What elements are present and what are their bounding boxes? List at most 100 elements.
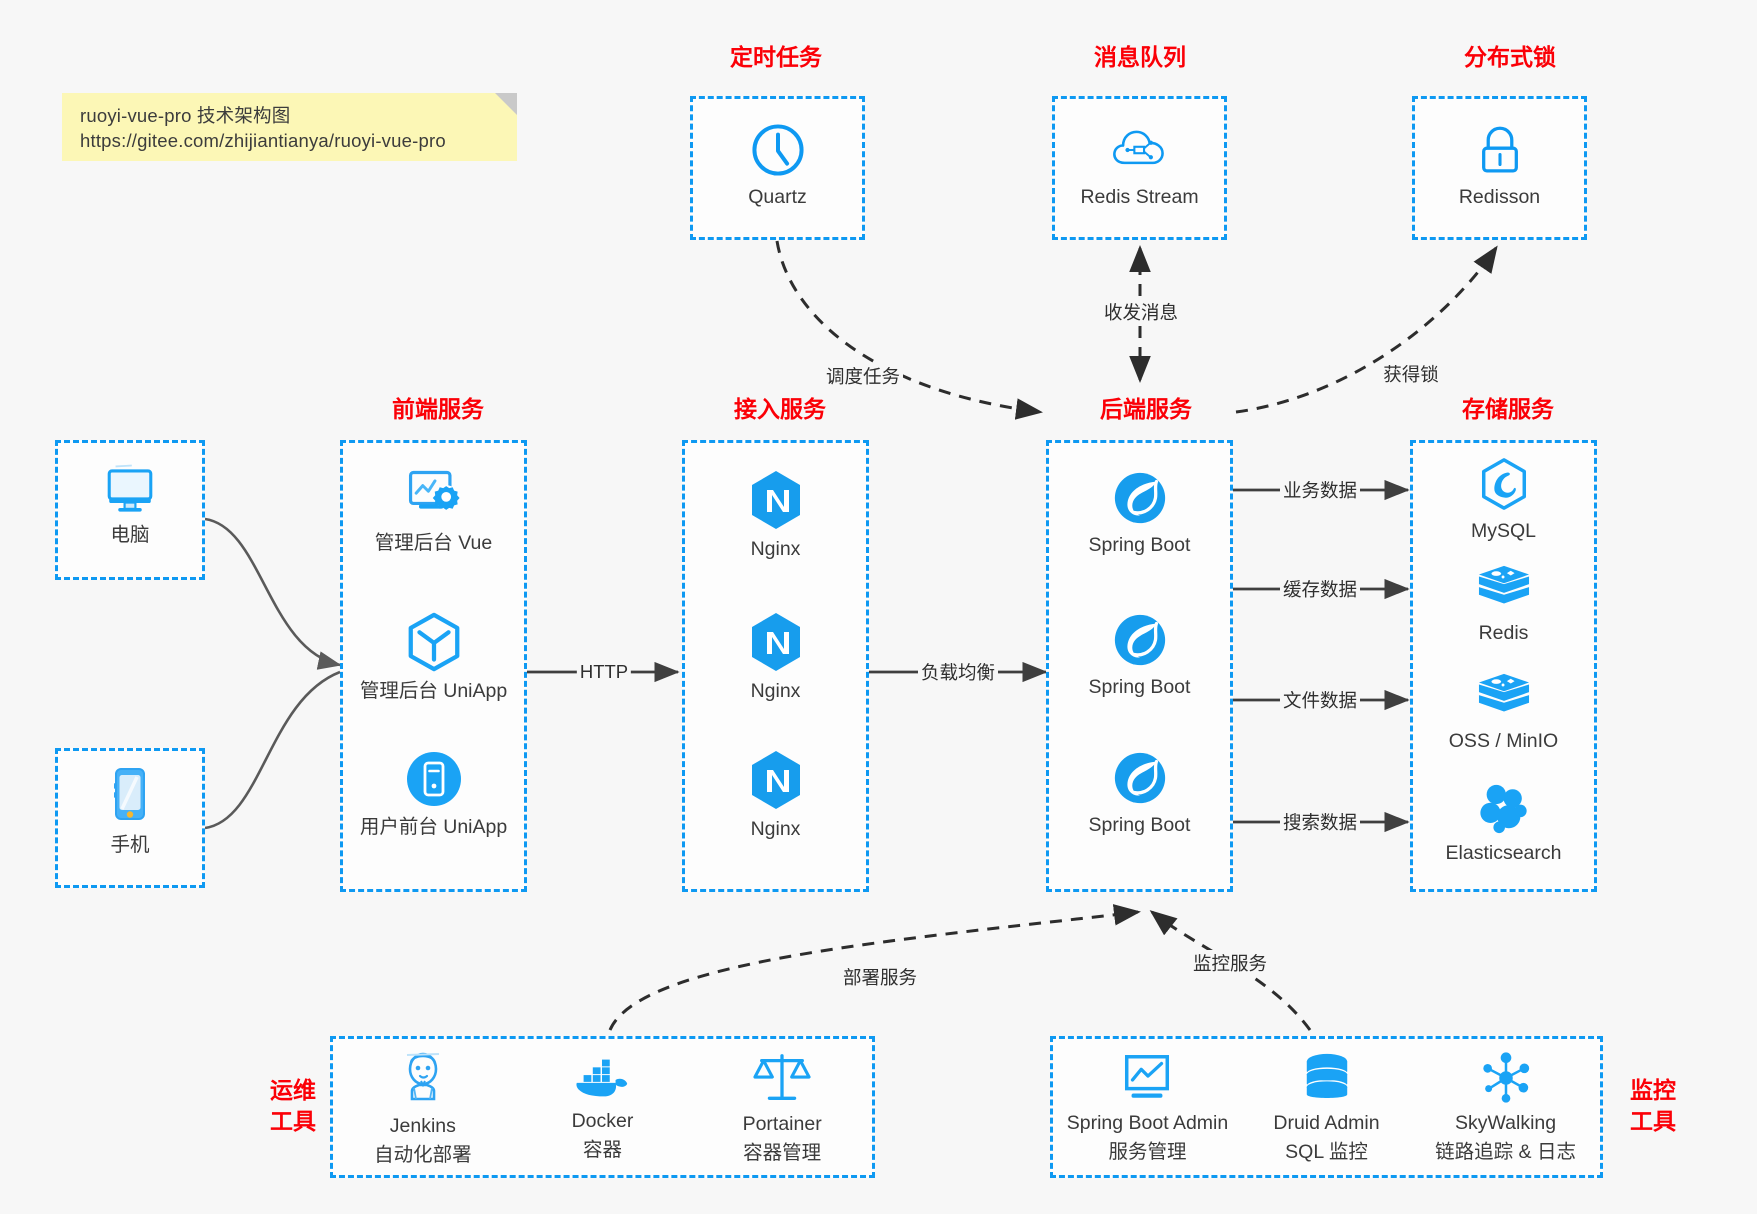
database-icon (1301, 1050, 1353, 1106)
spring-boot-icon (1111, 749, 1169, 807)
mysql-icon (1477, 457, 1531, 513)
node-mysql[interactable]: MySQL (1413, 457, 1594, 544)
client-box-computer: 电脑 (55, 440, 205, 580)
edge-label-send-receive-message: 收发消息 (1100, 299, 1182, 325)
group-title-distributed-lock: 分布式锁 (1464, 44, 1556, 70)
node-phone[interactable]: 手机 (58, 765, 202, 858)
edge-label-acquire-lock: 获得锁 (1380, 361, 1442, 387)
node-label: OSS / MinIO (1448, 730, 1559, 752)
node-portainer[interactable]: Portainer 容器管理 (707, 1049, 857, 1165)
group-box-scheduled-task: Quartz (690, 96, 865, 240)
node-label: 管理后台 UniApp (359, 680, 508, 702)
node-redisson[interactable]: Redisson (1415, 121, 1584, 210)
node-sublabel: 链路追踪 & 日志 (1435, 1141, 1576, 1163)
group-box-backend: Spring Boot Spring Boot Spring Boot (1046, 440, 1233, 892)
node-druid-admin[interactable]: Druid Admin SQL 监控 (1242, 1050, 1411, 1164)
node-redis-stream[interactable]: Redis Stream (1055, 121, 1224, 210)
node-spring-boot-admin[interactable]: Spring Boot Admin 服务管理 (1053, 1050, 1242, 1164)
docker-icon (571, 1052, 633, 1104)
node-nginx-3[interactable]: Nginx (685, 749, 866, 842)
group-title-monitoring-line2: 工具 (1630, 1108, 1676, 1135)
node-computer[interactable]: 电脑 (58, 461, 202, 548)
node-label: 用户前台 UniApp (359, 816, 508, 838)
edge-label-cache-data: 缓存数据 (1279, 576, 1361, 602)
node-skywalking[interactable]: SkyWalking 链路追踪 & 日志 (1411, 1050, 1600, 1164)
node-label: Quartz (748, 186, 807, 208)
node-nginx-1[interactable]: Nginx (685, 469, 866, 562)
node-label: Nginx (750, 818, 801, 840)
node-label: Redis Stream (1080, 186, 1199, 208)
group-box-gateway: Nginx Nginx Nginx (682, 440, 869, 892)
node-sublabel: SQL 监控 (1285, 1141, 1368, 1163)
node-label: 手机 (110, 834, 150, 856)
node-label: Docker (571, 1110, 634, 1132)
node-label: Redisson (1458, 186, 1541, 208)
node-label: Jenkins (389, 1115, 456, 1137)
mobile-phone-icon (106, 765, 154, 827)
node-label: Spring Boot (1088, 814, 1191, 836)
sticky-note-fold (495, 93, 517, 115)
node-spring-boot-3[interactable]: Spring Boot (1049, 749, 1230, 838)
node-label: Spring Boot (1088, 534, 1191, 556)
dashboard-gear-icon (403, 465, 465, 525)
clock-icon (749, 121, 807, 179)
group-box-message-queue: Redis Stream (1052, 96, 1227, 240)
monitor-chart-icon (1118, 1050, 1176, 1106)
node-spring-boot-1[interactable]: Spring Boot (1049, 469, 1230, 558)
node-sublabel: 容器 (582, 1139, 622, 1161)
node-elasticsearch[interactable]: Elasticsearch (1413, 781, 1594, 866)
node-label: Elasticsearch (1445, 842, 1562, 864)
node-nginx-2[interactable]: Nginx (685, 611, 866, 704)
node-label: Portainer (742, 1113, 822, 1135)
node-quartz[interactable]: Quartz (693, 121, 862, 210)
edge-label-load-balance: 负载均衡 (917, 659, 999, 685)
node-jenkins[interactable]: Jenkins 自动化部署 (348, 1047, 498, 1167)
cloud-stream-icon (1111, 121, 1169, 179)
edge-label-search-data: 搜索数据 (1279, 809, 1361, 835)
node-admin-uniapp[interactable]: 管理后台 UniApp (343, 611, 524, 704)
node-sublabel: 自动化部署 (374, 1144, 472, 1166)
group-title-devops: 运维 工具 (258, 1075, 328, 1137)
node-label: SkyWalking (1454, 1112, 1557, 1134)
group-box-monitoring: Spring Boot Admin 服务管理 Druid Admin SQL 监… (1050, 1036, 1603, 1178)
group-title-scheduled-task: 定时任务 (730, 44, 822, 70)
group-title-monitoring-line1: 监控 (1630, 1077, 1676, 1103)
group-title-backend: 后端服务 (1100, 396, 1192, 422)
node-admin-vue[interactable]: 管理后台 Vue (343, 465, 524, 556)
group-box-distributed-lock: Redisson (1412, 96, 1587, 240)
node-redis[interactable]: Redis (1413, 563, 1594, 646)
sticky-note: ruoyi-vue-pro 技术架构图 https://gitee.com/zh… (62, 93, 517, 161)
group-title-devops-line1: 运维 (270, 1077, 316, 1103)
edge-label-file-data: 文件数据 (1279, 687, 1361, 713)
node-label: 管理后台 Vue (374, 532, 493, 554)
oss-minio-icon (1475, 671, 1533, 723)
node-user-uniapp[interactable]: 用户前台 UniApp (343, 749, 524, 840)
group-title-message-queue: 消息队列 (1094, 44, 1186, 70)
group-title-devops-line2: 工具 (270, 1108, 316, 1135)
node-docker[interactable]: Docker 容器 (527, 1052, 677, 1162)
nginx-icon (748, 611, 804, 673)
scales-icon (753, 1049, 811, 1107)
edge-label-business-data: 业务数据 (1279, 477, 1361, 503)
group-title-gateway: 接入服务 (734, 396, 826, 422)
group-box-storage: MySQL Redis (1410, 440, 1597, 892)
node-label: MySQL (1470, 520, 1536, 542)
group-title-monitoring: 监控 工具 (1618, 1075, 1688, 1137)
group-title-frontend: 前端服务 (392, 396, 484, 422)
edge-label-http: HTTP (576, 661, 632, 683)
client-box-phone: 手机 (55, 748, 205, 888)
node-spring-boot-2[interactable]: Spring Boot (1049, 611, 1230, 700)
redis-icon (1475, 563, 1533, 615)
node-label: Nginx (750, 680, 801, 702)
group-box-devops: Jenkins 自动化部署 Docker (330, 1036, 875, 1178)
node-label: Redis (1478, 622, 1529, 644)
group-title-storage: 存储服务 (1462, 396, 1554, 422)
app-circle-icon (404, 749, 464, 809)
nginx-icon (748, 469, 804, 531)
sticky-note-url: https://gitee.com/zhijiantianya/ruoyi-vu… (80, 130, 446, 151)
node-label: Spring Boot (1088, 676, 1191, 698)
elasticsearch-icon (1476, 781, 1532, 835)
lock-icon (1471, 121, 1529, 179)
node-oss-minio[interactable]: OSS / MinIO (1413, 671, 1594, 754)
spring-boot-icon (1111, 611, 1169, 669)
